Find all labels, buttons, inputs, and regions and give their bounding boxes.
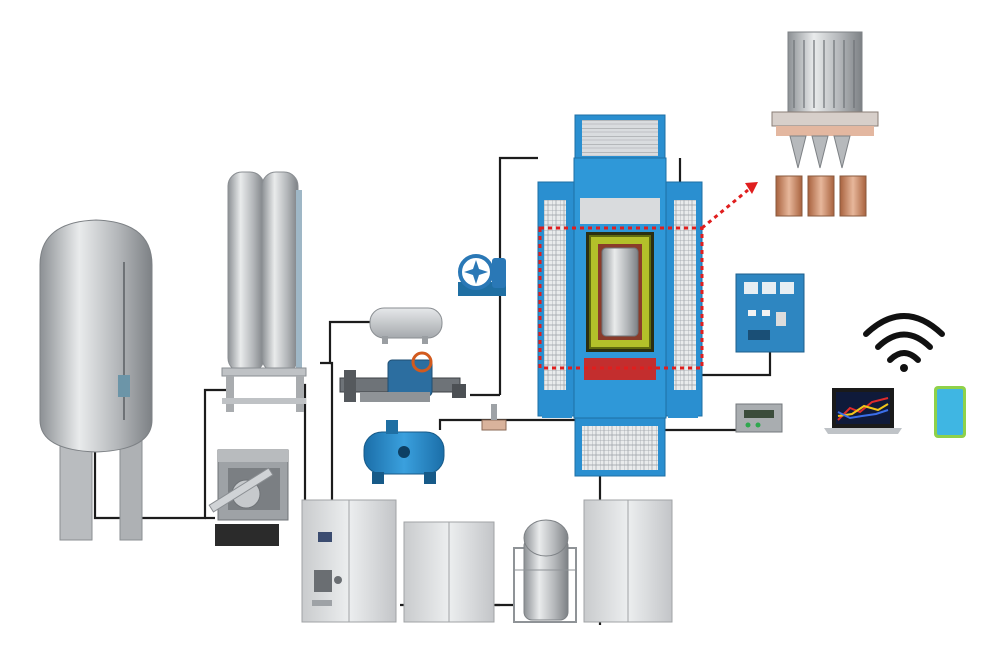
domed-vessel xyxy=(513,519,577,623)
smartphone xyxy=(934,386,966,438)
control-panel xyxy=(735,273,805,353)
cabinet-right xyxy=(583,499,673,623)
laptop xyxy=(824,388,902,434)
vaporizer-unit xyxy=(208,449,289,546)
liquid-storage-tank xyxy=(39,219,153,541)
cabinet-middle xyxy=(403,521,495,623)
vacuum-pump xyxy=(458,254,506,296)
heating-zone-highlight xyxy=(538,182,758,370)
compressor-assembly xyxy=(339,351,466,402)
blue-pump xyxy=(363,420,445,484)
gas-cylinder-rack xyxy=(221,171,307,412)
wifi-icon xyxy=(863,313,945,372)
main-furnace xyxy=(537,114,703,477)
cabinet-left xyxy=(301,499,397,623)
controller-box xyxy=(735,403,783,433)
heater-element-detail xyxy=(771,31,879,217)
horizontal-pressure-tank xyxy=(369,307,443,344)
inline-valve xyxy=(481,404,507,431)
